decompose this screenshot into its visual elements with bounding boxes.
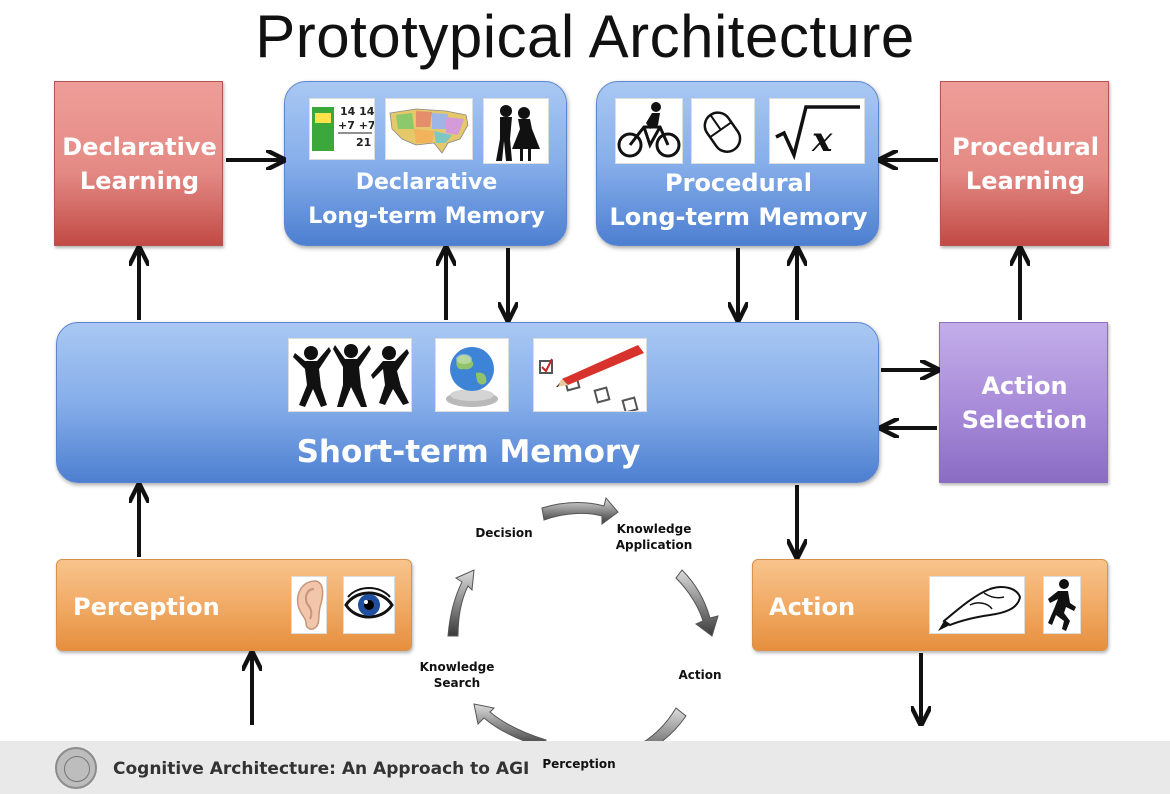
cycle-knowledge-search-line-2: Search [433, 676, 481, 690]
cycle-action-label: Action [678, 668, 722, 682]
action-label: Action [769, 593, 856, 621]
action-selection-box: Action Selection [939, 322, 1108, 483]
cycle-arrow-perception-to-search [473, 703, 547, 749]
cycle-knowledge-application-line-1: Knowledge [616, 522, 692, 536]
short-term-memory-box: Short-term Memory [56, 322, 879, 483]
cycle-knowledge-search-line-1: Knowledge [419, 660, 495, 674]
declarative-ltm-box: 14 14 +7 +7 21 Declarative Long-term Me [284, 81, 567, 246]
svg-text:x: x [811, 120, 833, 160]
short-term-memory-label: Short-term Memory [296, 434, 641, 470]
kissing-silhouette-icon [483, 98, 549, 164]
action-selection-label-1: Action [981, 372, 1068, 400]
cycle-knowledge-application-label: Knowledge Application [608, 521, 700, 553]
runner-icon [1043, 576, 1081, 634]
declarative-ltm-label-2: Long-term Memory [308, 204, 545, 229]
procedural-learning-label-2: Learning [965, 167, 1086, 195]
perception-box: Perception [56, 559, 412, 651]
declarative-learning-label-1: Declarative [62, 133, 217, 161]
declarative-ltm-label-1: Declarative [355, 170, 498, 195]
perception-label: Perception [73, 593, 220, 621]
flashcard-mid-text: +7 +7 [338, 119, 374, 132]
footer-text: Cognitive Architecture: An Approach to A… [113, 759, 530, 779]
university-seal-icon [55, 747, 97, 789]
flashcard-top-text: 14 14 [340, 105, 374, 118]
globe-icon [435, 338, 509, 412]
cycle-knowledge-search-label: Knowledge Search [416, 659, 498, 691]
page-title: Prototypical Architecture [255, 3, 915, 70]
cycle-arrow-decision-to-application [541, 496, 619, 525]
cycle-knowledge-application-line-2: Application [615, 538, 693, 552]
declarative-learning-box: Declarative Learning [54, 81, 223, 246]
cyclist-icon [615, 98, 683, 164]
checklist-icon [533, 338, 647, 414]
flashcard-bot-text: 21 [356, 136, 371, 149]
mouse-icon [691, 98, 755, 164]
sqrt-x-icon: x [769, 98, 865, 164]
cycle-decision-label: Decision [475, 526, 533, 540]
cycle-perception-label: Perception [542, 757, 616, 771]
declarative-learning-label-2: Learning [79, 167, 200, 195]
cycle-arrow-search-to-decision [447, 569, 475, 637]
footer-bar: Cognitive Architecture: An Approach to A… [0, 741, 1170, 794]
procedural-learning-label-1: Procedural [952, 133, 1099, 161]
math-flashcards-icon: 14 14 +7 +7 21 [309, 98, 376, 160]
action-box: Action [752, 559, 1108, 651]
procedural-learning-box: Procedural Learning [940, 81, 1109, 246]
dancers-icon [288, 338, 412, 412]
ear-icon [291, 576, 327, 634]
procedural-ltm-label-1: Procedural [665, 169, 812, 197]
eye-icon [343, 576, 395, 634]
action-selection-label-2: Selection [961, 406, 1088, 434]
procedural-ltm-box: x Procedural Long-term Memory [596, 81, 879, 246]
cycle-arrow-application-to-action [675, 569, 719, 637]
us-map-icon [385, 98, 473, 160]
writing-hand-icon [929, 576, 1025, 634]
procedural-ltm-label-2: Long-term Memory [609, 203, 868, 231]
